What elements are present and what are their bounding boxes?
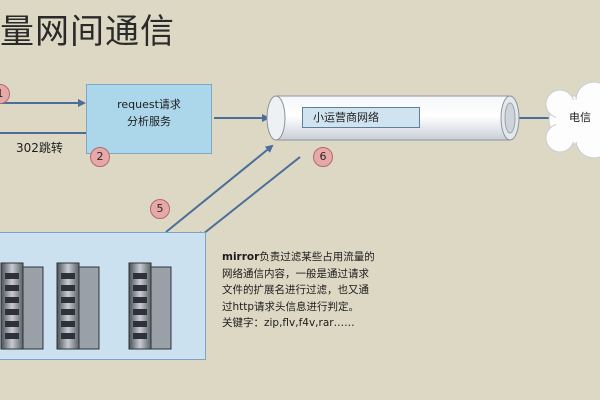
- telecom-cloud-label: 电信: [569, 111, 591, 124]
- server-rack-icons: [0, 262, 172, 350]
- request-analysis-box: [86, 84, 212, 154]
- arrow-server-to-network: [165, 144, 274, 233]
- desc-line2: 网络通信内容，一般是通过请求: [222, 267, 369, 280]
- step-badge-2: 2: [90, 147, 110, 167]
- server-group-2: [56, 262, 100, 350]
- server-group-1: [0, 262, 44, 350]
- carrier-network-label: 小运营商网络: [302, 107, 420, 128]
- step-badge-5: 5: [150, 199, 170, 219]
- desc-mirror-keyword: mirror: [222, 251, 260, 263]
- request-label-line2: 分析服务: [127, 115, 171, 128]
- desc-line4: 过http请求头信息进行判定。: [222, 300, 360, 313]
- step-badge-6: 6: [313, 147, 333, 167]
- mirror-server-panel: [0, 232, 206, 360]
- server-group-3: [128, 262, 172, 350]
- desc-line5: 关键字：zip,flv,f4v,rar……: [222, 317, 355, 329]
- desc-line1: mirror负责过滤某些占用流量的: [222, 249, 432, 266]
- arrow-network-to-server: [196, 156, 301, 240]
- page-title: 量网间通信: [0, 12, 175, 52]
- request-analysis-label: request请求 分析服务: [86, 96, 212, 130]
- mirror-description: mirror负责过滤某些占用流量的 网络通信内容，一般是通过请求 文件的扩展名进…: [222, 249, 432, 332]
- redirect-302-label: 302跳转: [16, 141, 63, 155]
- network-pipe: [266, 95, 520, 141]
- request-label-line1: request请求: [117, 98, 181, 111]
- cloud-icon: [545, 81, 600, 159]
- desc-line3: 文件的扩展名进行过滤，也又通: [222, 284, 369, 296]
- desc-line1-rest: 负责过滤某些占用流量的: [259, 251, 375, 263]
